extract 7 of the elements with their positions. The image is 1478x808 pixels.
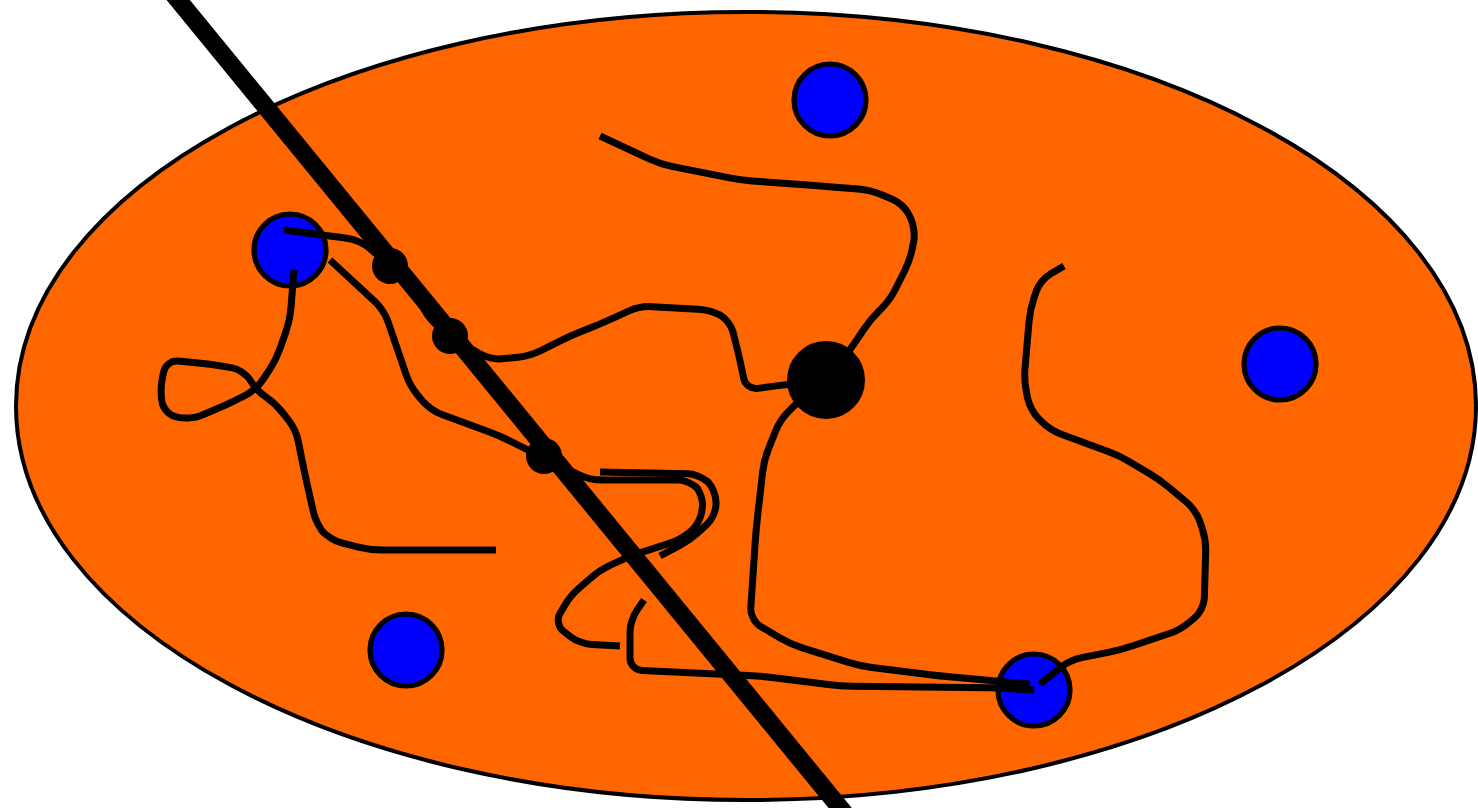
particle-circle [791, 61, 869, 139]
particle-circle [1241, 325, 1319, 403]
ellipse-shape [14, 10, 1478, 802]
particle-circle [995, 651, 1073, 729]
junction-dot [787, 341, 865, 419]
particle-circle [367, 611, 445, 689]
particle-circle [251, 211, 329, 289]
